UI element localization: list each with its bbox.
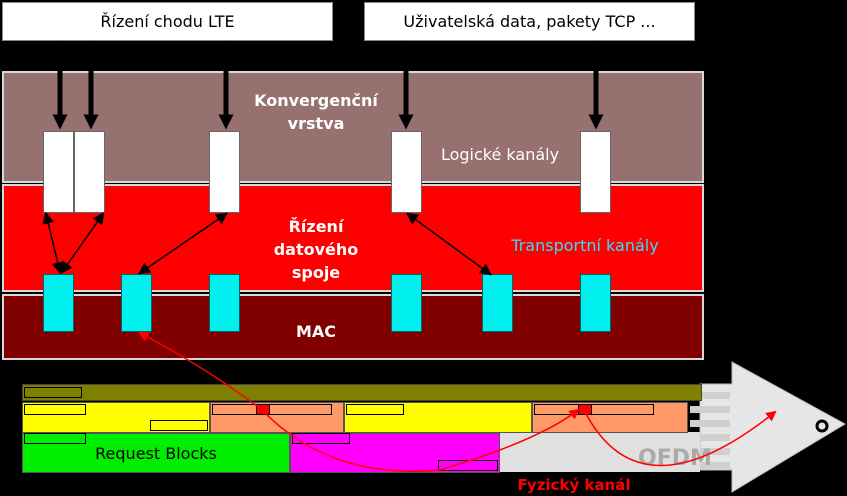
transport-channel-2 xyxy=(121,274,152,332)
physical-channel-label: Fyzický kanál xyxy=(517,476,631,494)
map-arrow-1 xyxy=(42,211,64,275)
transport-channel-3 xyxy=(209,274,240,332)
top-label-user-data: Uživatelská data, pakety TCP ... xyxy=(364,2,695,41)
datalink-label-line3: spoje xyxy=(291,263,341,282)
logical-channels-label: Logické kanály xyxy=(440,145,560,164)
orange-block-2 xyxy=(532,402,688,433)
transport-channel-5 xyxy=(482,274,513,332)
logical-channel-1 xyxy=(43,131,74,213)
ofdm-arrow-dot xyxy=(815,419,829,433)
transport-channels-label: Transportní kanály xyxy=(511,236,659,255)
map-arrow-2 xyxy=(60,212,105,274)
yellow-block-1 xyxy=(22,402,210,433)
red-arrow-2 xyxy=(261,408,580,472)
grid-cell xyxy=(346,404,404,415)
convergence-layer-label: Konvergenční vrstva xyxy=(236,89,396,135)
request-blocks-label: Request Blocks xyxy=(95,443,217,463)
convergence-label-line1: Konvergenční xyxy=(254,91,378,110)
grid-cell xyxy=(150,420,208,431)
physical-channel-arrows xyxy=(138,332,777,472)
mapping-arrows xyxy=(42,211,492,276)
datalink-label-line2: datového xyxy=(273,240,359,259)
convergence-label-line2: vrstva xyxy=(287,114,345,133)
olive-band xyxy=(22,384,702,401)
logical-channel-5 xyxy=(580,131,611,213)
grid-cell xyxy=(212,404,332,415)
grid-cell xyxy=(24,433,86,444)
red-arrow-1 xyxy=(138,332,263,411)
datalink-layer-label: Řízení datového spoje xyxy=(236,215,396,284)
magenta-block xyxy=(290,433,500,473)
map-arrow-3 xyxy=(138,212,228,275)
transport-channel-6 xyxy=(580,274,611,332)
datalink-label-line1: Řízení xyxy=(288,217,344,236)
red-arrow-3 xyxy=(583,409,777,467)
red-resource-cell-1 xyxy=(256,404,270,415)
logical-channel-3 xyxy=(209,131,240,213)
yellow-block-2 xyxy=(344,402,532,433)
mac-layer-label: MAC xyxy=(295,322,337,341)
transport-channel-4 xyxy=(391,274,422,332)
grid-cell xyxy=(24,387,82,398)
grid-cell xyxy=(534,404,654,415)
logical-channel-4 xyxy=(391,131,422,213)
map-arrow-4 xyxy=(406,212,492,276)
grid-cell xyxy=(292,433,350,444)
logical-channel-2 xyxy=(74,131,105,213)
orange-block-1 xyxy=(210,402,344,433)
vertical-arrows xyxy=(52,40,604,130)
top-label-lte-control-text: Řízení chodu LTE xyxy=(100,12,235,31)
request-blocks: Request Blocks xyxy=(22,433,290,473)
grid-cell xyxy=(24,404,86,415)
ofdm-arrow-shape xyxy=(699,361,847,493)
top-label-lte-control: Řízení chodu LTE xyxy=(2,2,333,41)
transport-channel-1 xyxy=(43,274,74,332)
top-label-user-data-text: Uživatelská data, pakety TCP ... xyxy=(403,12,656,31)
